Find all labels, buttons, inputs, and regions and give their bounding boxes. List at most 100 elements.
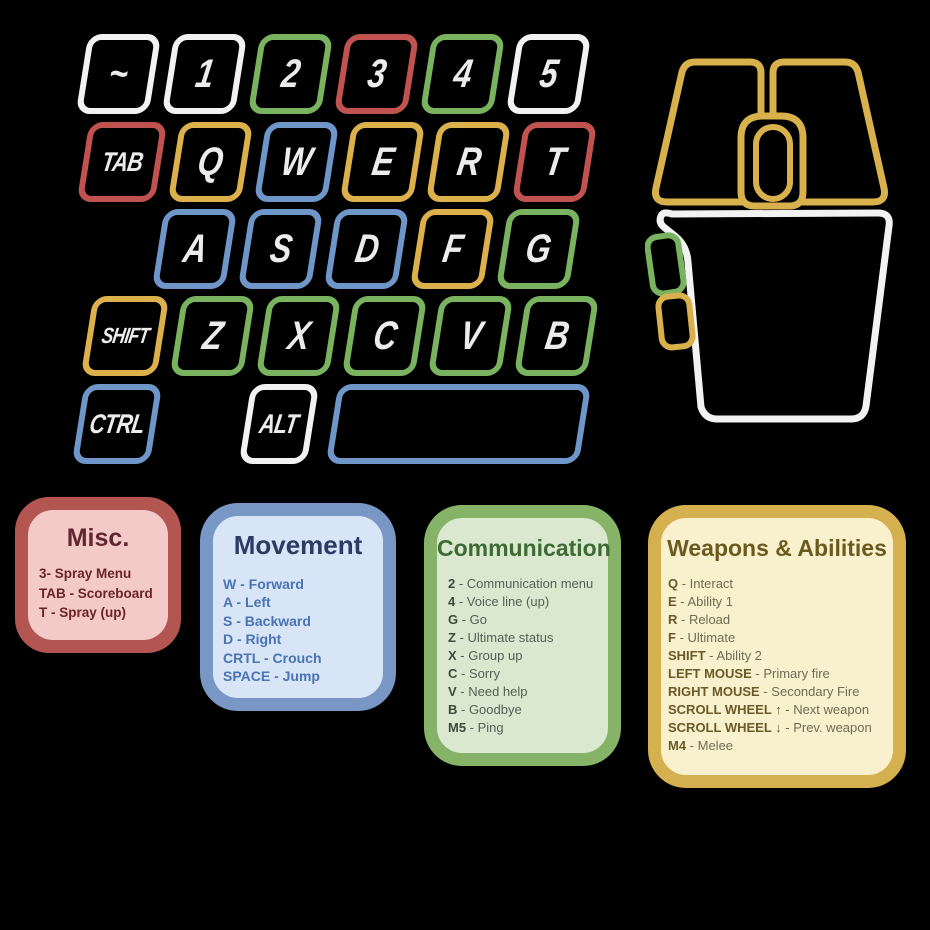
key-2: 2 [247,34,334,114]
key-a: A [151,209,238,289]
legend-item-key: E [668,594,677,609]
legend-item-key: 2 [448,576,456,591]
legend-item: RIGHT MOUSE - Secondary Fire [668,683,893,701]
key-label: Q [195,139,227,184]
key-label: 5 [536,51,561,96]
legend-item-key: F [668,630,676,645]
legend-item: CRTL - Crouch [223,649,322,666]
legend-item-desc: - Ability 1 [676,594,734,609]
legend-item-desc: - Interact [678,576,734,591]
key-tab: TAB [76,122,168,202]
legend-item: V - Need help [448,683,608,701]
legend-item-key: X [448,648,457,663]
key-label: A [179,226,210,271]
key-label: C [369,313,400,358]
key-5: 5 [505,34,592,114]
key-label: TAB [99,146,145,177]
legend-title-movement: Movement [233,530,363,560]
legend-item-desc: - Melee [686,738,734,753]
legend-item-key: V [448,684,457,699]
key-3: 3 [333,34,420,114]
legend-item-desc: - Ultimate status [455,630,554,645]
key-label: SHIFT [99,323,151,348]
legend-item: 3- Spray Menu [39,566,132,581]
legend-item-desc: - Ping [466,720,504,735]
legend-item-desc: - Secondary Fire [759,684,860,699]
legend-item: LEFT MOUSE - Primary fire [668,665,893,683]
legend-item-desc: - Communication menu [455,576,594,591]
key-t: T [511,122,598,202]
legend-item: M5 - Ping [448,719,608,737]
legend-item-desc: - Next weapon [781,702,870,717]
key-g: G [495,209,582,289]
key-1: 1 [161,34,248,114]
mouse-body-icon [656,209,893,423]
legend-item-key: RIGHT MOUSE [668,684,760,699]
legend-item-key: C [448,666,458,681]
legend-item-key: SHIFT [668,648,706,663]
legend-item-key: SCROLL WHEEL ↑ [668,702,782,717]
key-shift: SHIFT [80,296,170,376]
legend-item-key: Q [668,576,679,591]
legend-item-desc: - Need help [456,684,528,699]
legend-title-misc: Misc. [66,524,130,552]
legend-item-key: M5 [448,720,467,735]
mouse-side-button-m5-icon [645,232,687,297]
legend-item: A - Left [223,594,271,611]
key-4: 4 [419,34,506,114]
legend-item: 4 - Voice line (up) [448,593,608,611]
legend-item-desc: - Goodbye [457,702,522,717]
legend-item-key: M4 [668,738,687,753]
key-z: Z [169,296,256,376]
legend-item: F - Ultimate [668,629,893,647]
legend-item-desc: - Ability 2 [705,648,762,663]
legend-item-desc: - Primary fire [751,666,830,681]
key-d: D [323,209,410,289]
key-label: D [351,226,382,271]
key-label: 3 [364,51,389,96]
key-label: CTRL [87,408,147,439]
legend-item: R - Reload [668,611,893,629]
legend-item: Z - Ultimate status [448,629,608,647]
legend-item-key: B [448,702,458,717]
legend-item-desc: - Sorry [457,666,501,681]
legend-item: X - Group up [448,647,608,665]
legend-item: G - Go [448,611,608,629]
legend-item-key: LEFT MOUSE [668,666,752,681]
key-c: C [341,296,428,376]
legend-item: 2 - Communication menu [448,575,608,593]
legend-item-desc: - Prev. weapon [781,720,872,735]
legend-title-communication: Communication [437,535,611,561]
legend-item-key: Z [448,630,456,645]
legend-title-weapons: Weapons & Abilities [667,535,887,561]
mouse-diagram [645,58,893,423]
legend-item: SCROLL WHEEL ↑ - Next weapon [668,701,893,719]
key-label: E [368,139,397,184]
legend-item: W - Forward [223,576,304,592]
key-b: B [513,296,600,376]
legend-item-key: 4 [448,594,456,609]
key-label: F [439,226,466,271]
key-label: 2 [278,51,303,96]
legend-item: SCROLL WHEEL ↓ - Prev. weapon [668,719,893,737]
legend-item-key: R [668,612,678,627]
legend-item: E - Ability 1 [668,593,893,611]
key-label: X [284,313,313,358]
key-label: ~ [106,51,131,96]
legend-item: S - Backward [223,612,311,629]
key-label: V [456,313,485,358]
